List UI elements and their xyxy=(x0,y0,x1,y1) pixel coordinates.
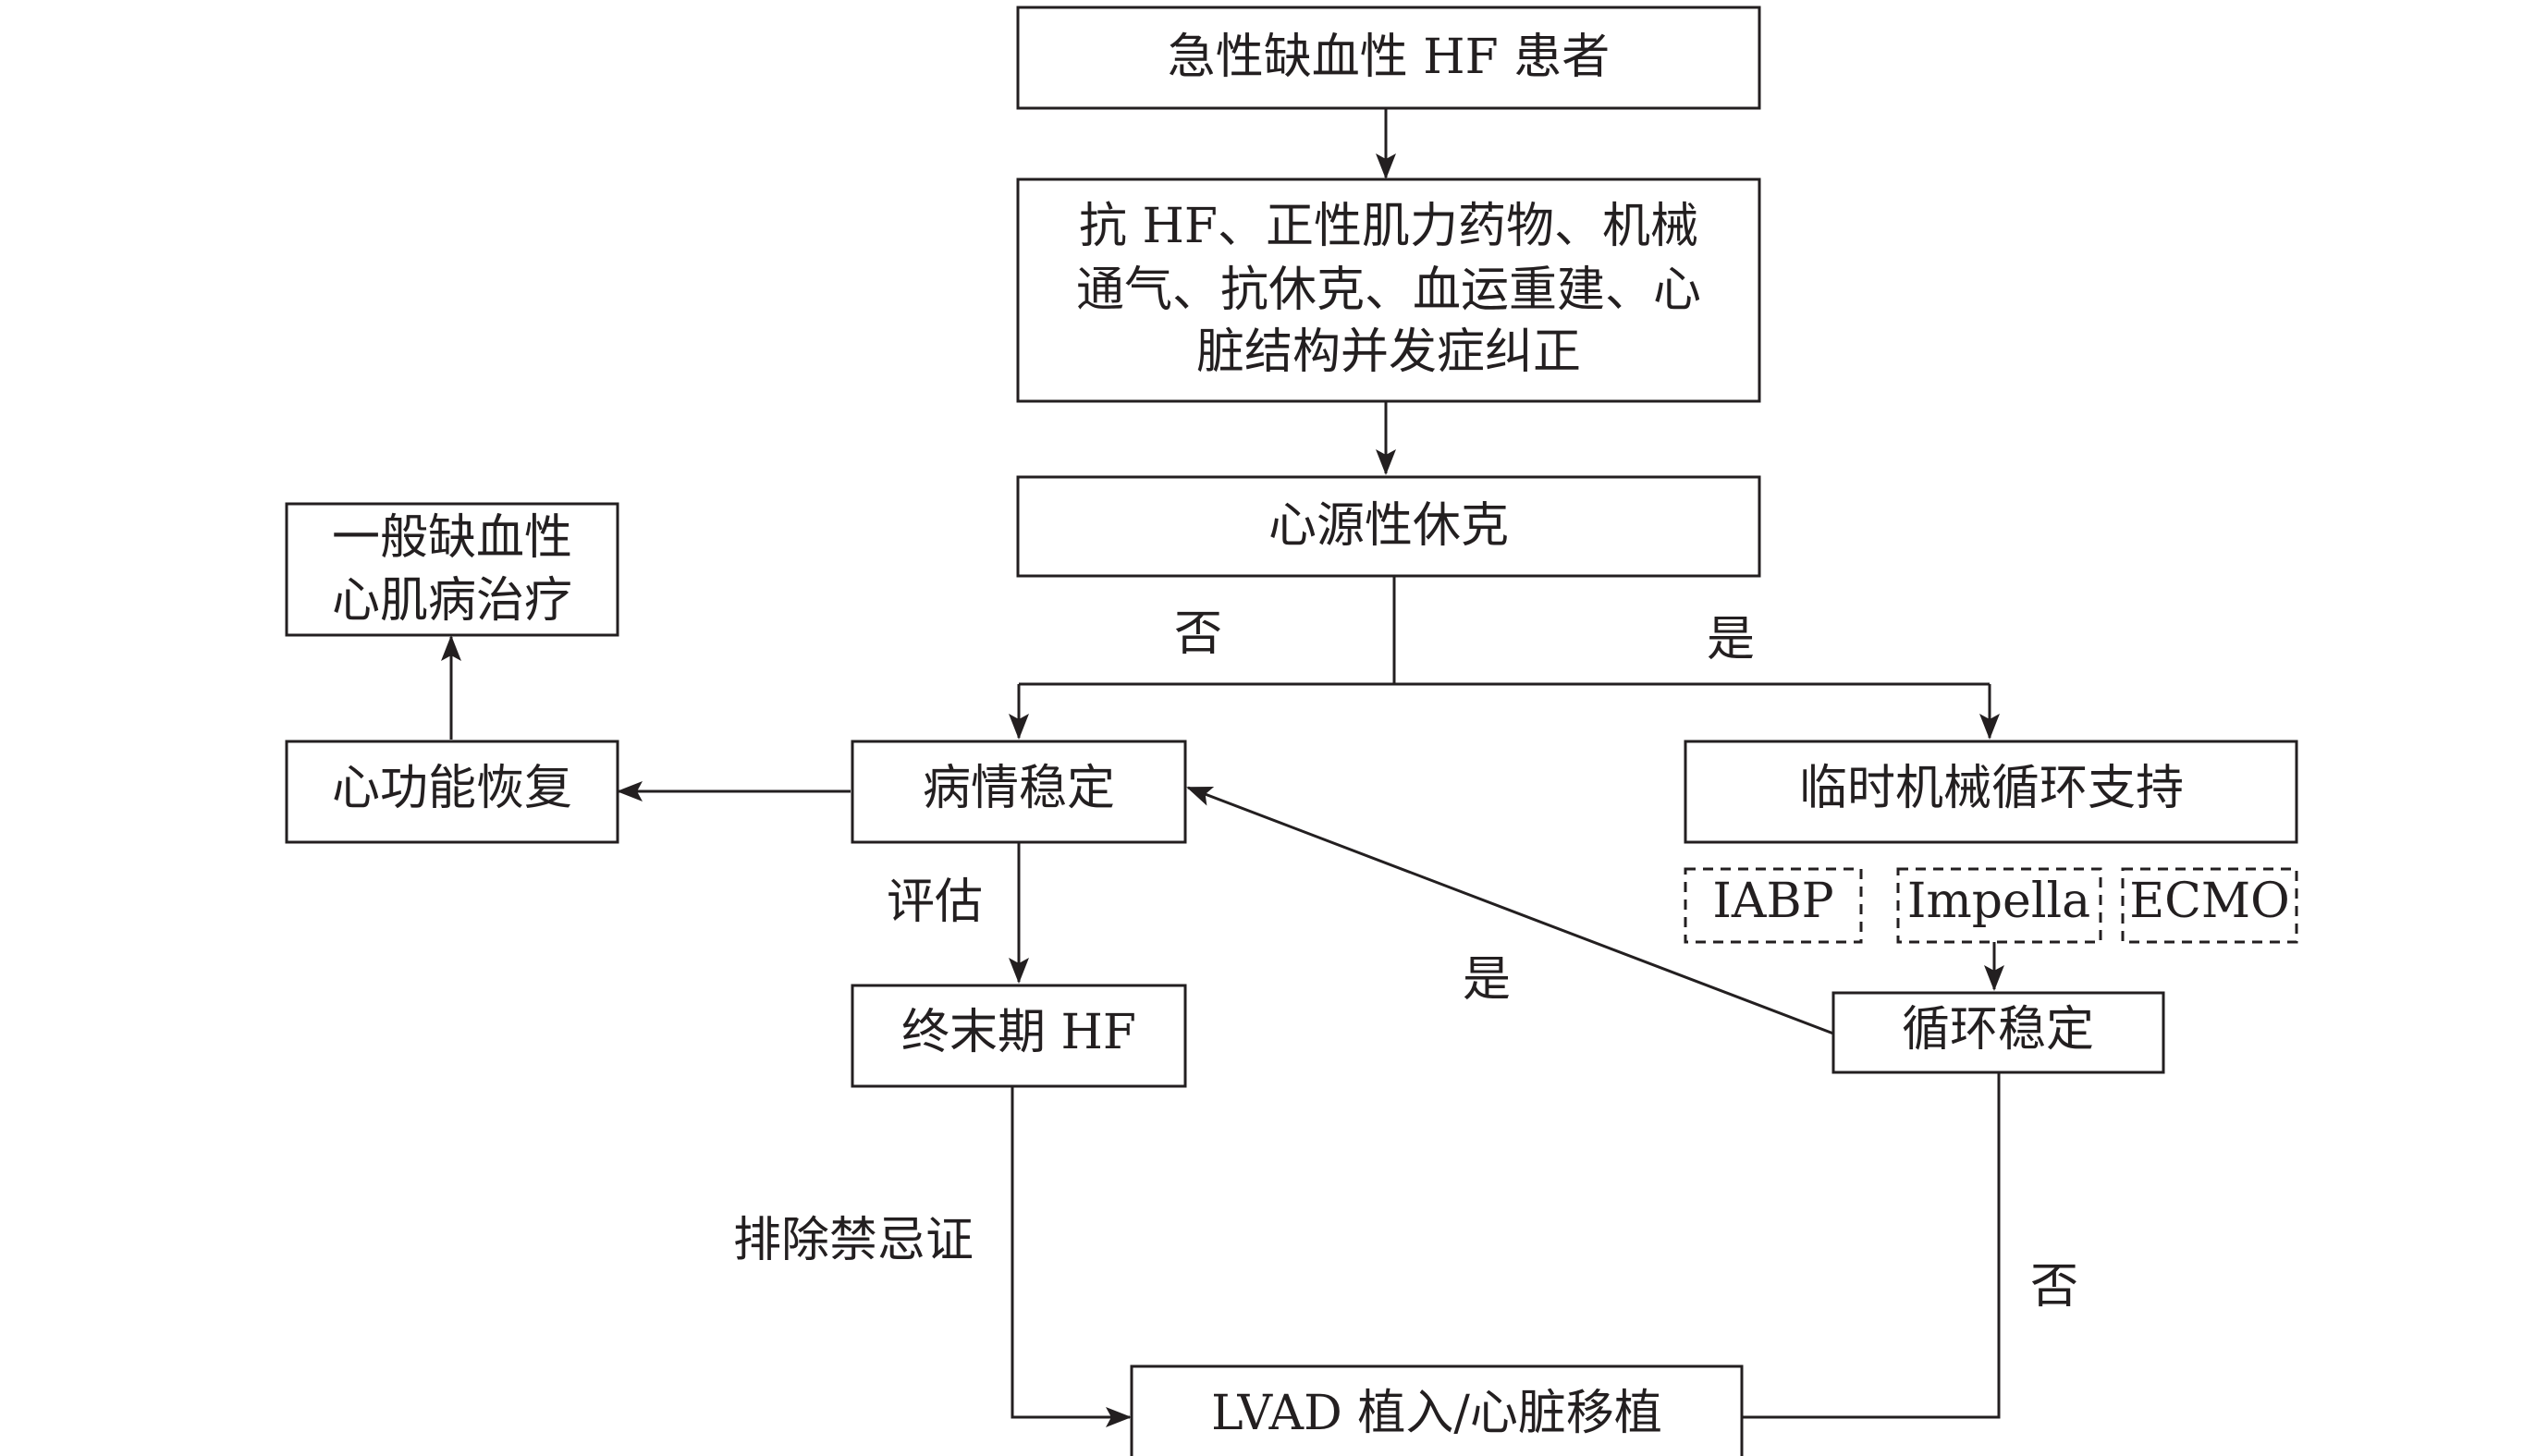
node-circulation-stable: 循环稳定 xyxy=(1831,991,2165,1074)
node-label-line-1: 一般缺血性 xyxy=(332,510,572,566)
node-label: ECMO xyxy=(2129,874,2290,929)
edge-label-circulation-yes: 是 xyxy=(1463,952,1511,1008)
node-end-stage-hf: 终末期 HF xyxy=(851,984,1187,1088)
node-label: 急性缺血性 HF 患者 xyxy=(1168,30,1611,85)
node-label-line-2: 心肌病治疗 xyxy=(332,573,572,629)
node-cardiogenic-shock: 心源性休克 xyxy=(1016,475,1761,578)
node-iabp: IABP xyxy=(1684,867,1863,944)
edge-label-circulation-no: 否 xyxy=(2030,1259,2078,1315)
node-impella: Impella xyxy=(1896,867,2102,944)
node-general-ischemic-treatment: 一般缺血性 心肌病治疗 xyxy=(285,502,619,637)
node-label: 终末期 HF xyxy=(901,1005,1136,1060)
node-label-line-2: 通气、抗休克、血运重建、心 xyxy=(1076,263,1701,318)
node-label: IABP xyxy=(1712,874,1833,929)
node-label: Impella xyxy=(1907,874,2090,929)
edge-labels: 否 是 评估 是 排除禁忌证 否 xyxy=(733,606,2078,1315)
node-label-line-1: 抗 HF、正性肌力药物、机械 xyxy=(1079,199,1698,254)
node-label: 心源性休克 xyxy=(1268,498,1509,554)
arrow-circulation-no-to-lvad xyxy=(1743,1072,2001,1419)
node-label: 循环稳定 xyxy=(1902,1002,2094,1058)
node-label: 临时机械循环支持 xyxy=(1799,761,2184,816)
connectors xyxy=(441,108,2004,1427)
edge-label-shock-yes: 是 xyxy=(1707,612,1755,667)
node-label-line-3: 脏结构并发症纠正 xyxy=(1196,324,1581,380)
node-label: 心功能恢复 xyxy=(332,761,572,816)
edge-label-shock-no: 否 xyxy=(1174,606,1222,662)
node-condition-stable: 病情稳定 xyxy=(851,740,1187,844)
edge-label-evaluate: 评估 xyxy=(887,875,983,930)
edge-label-exclude-contraindications: 排除禁忌证 xyxy=(733,1213,974,1268)
node-lvad-transplant: LVAD 植入/心脏移植 xyxy=(1130,1364,1744,1456)
arrow-endstage-to-lvad xyxy=(1011,1086,1132,1427)
arrow-circulation-yes-to-stable xyxy=(1186,786,1834,1035)
node-temporary-mcs: 临时机械循环支持 xyxy=(1684,740,2298,844)
node-ecmo: ECMO xyxy=(2121,867,2298,944)
node-acute-ischemic-hf-patient: 急性缺血性 HF 患者 xyxy=(1016,6,1761,110)
node-label: LVAD 植入/心脏移植 xyxy=(1211,1386,1662,1441)
node-label: 病情稳定 xyxy=(923,761,1115,816)
node-initial-treatment: 抗 HF、正性肌力药物、机械 通气、抗休克、血运重建、心 脏结构并发症纠正 xyxy=(1016,177,1761,403)
node-cardiac-function-recovery: 心功能恢复 xyxy=(285,740,619,844)
